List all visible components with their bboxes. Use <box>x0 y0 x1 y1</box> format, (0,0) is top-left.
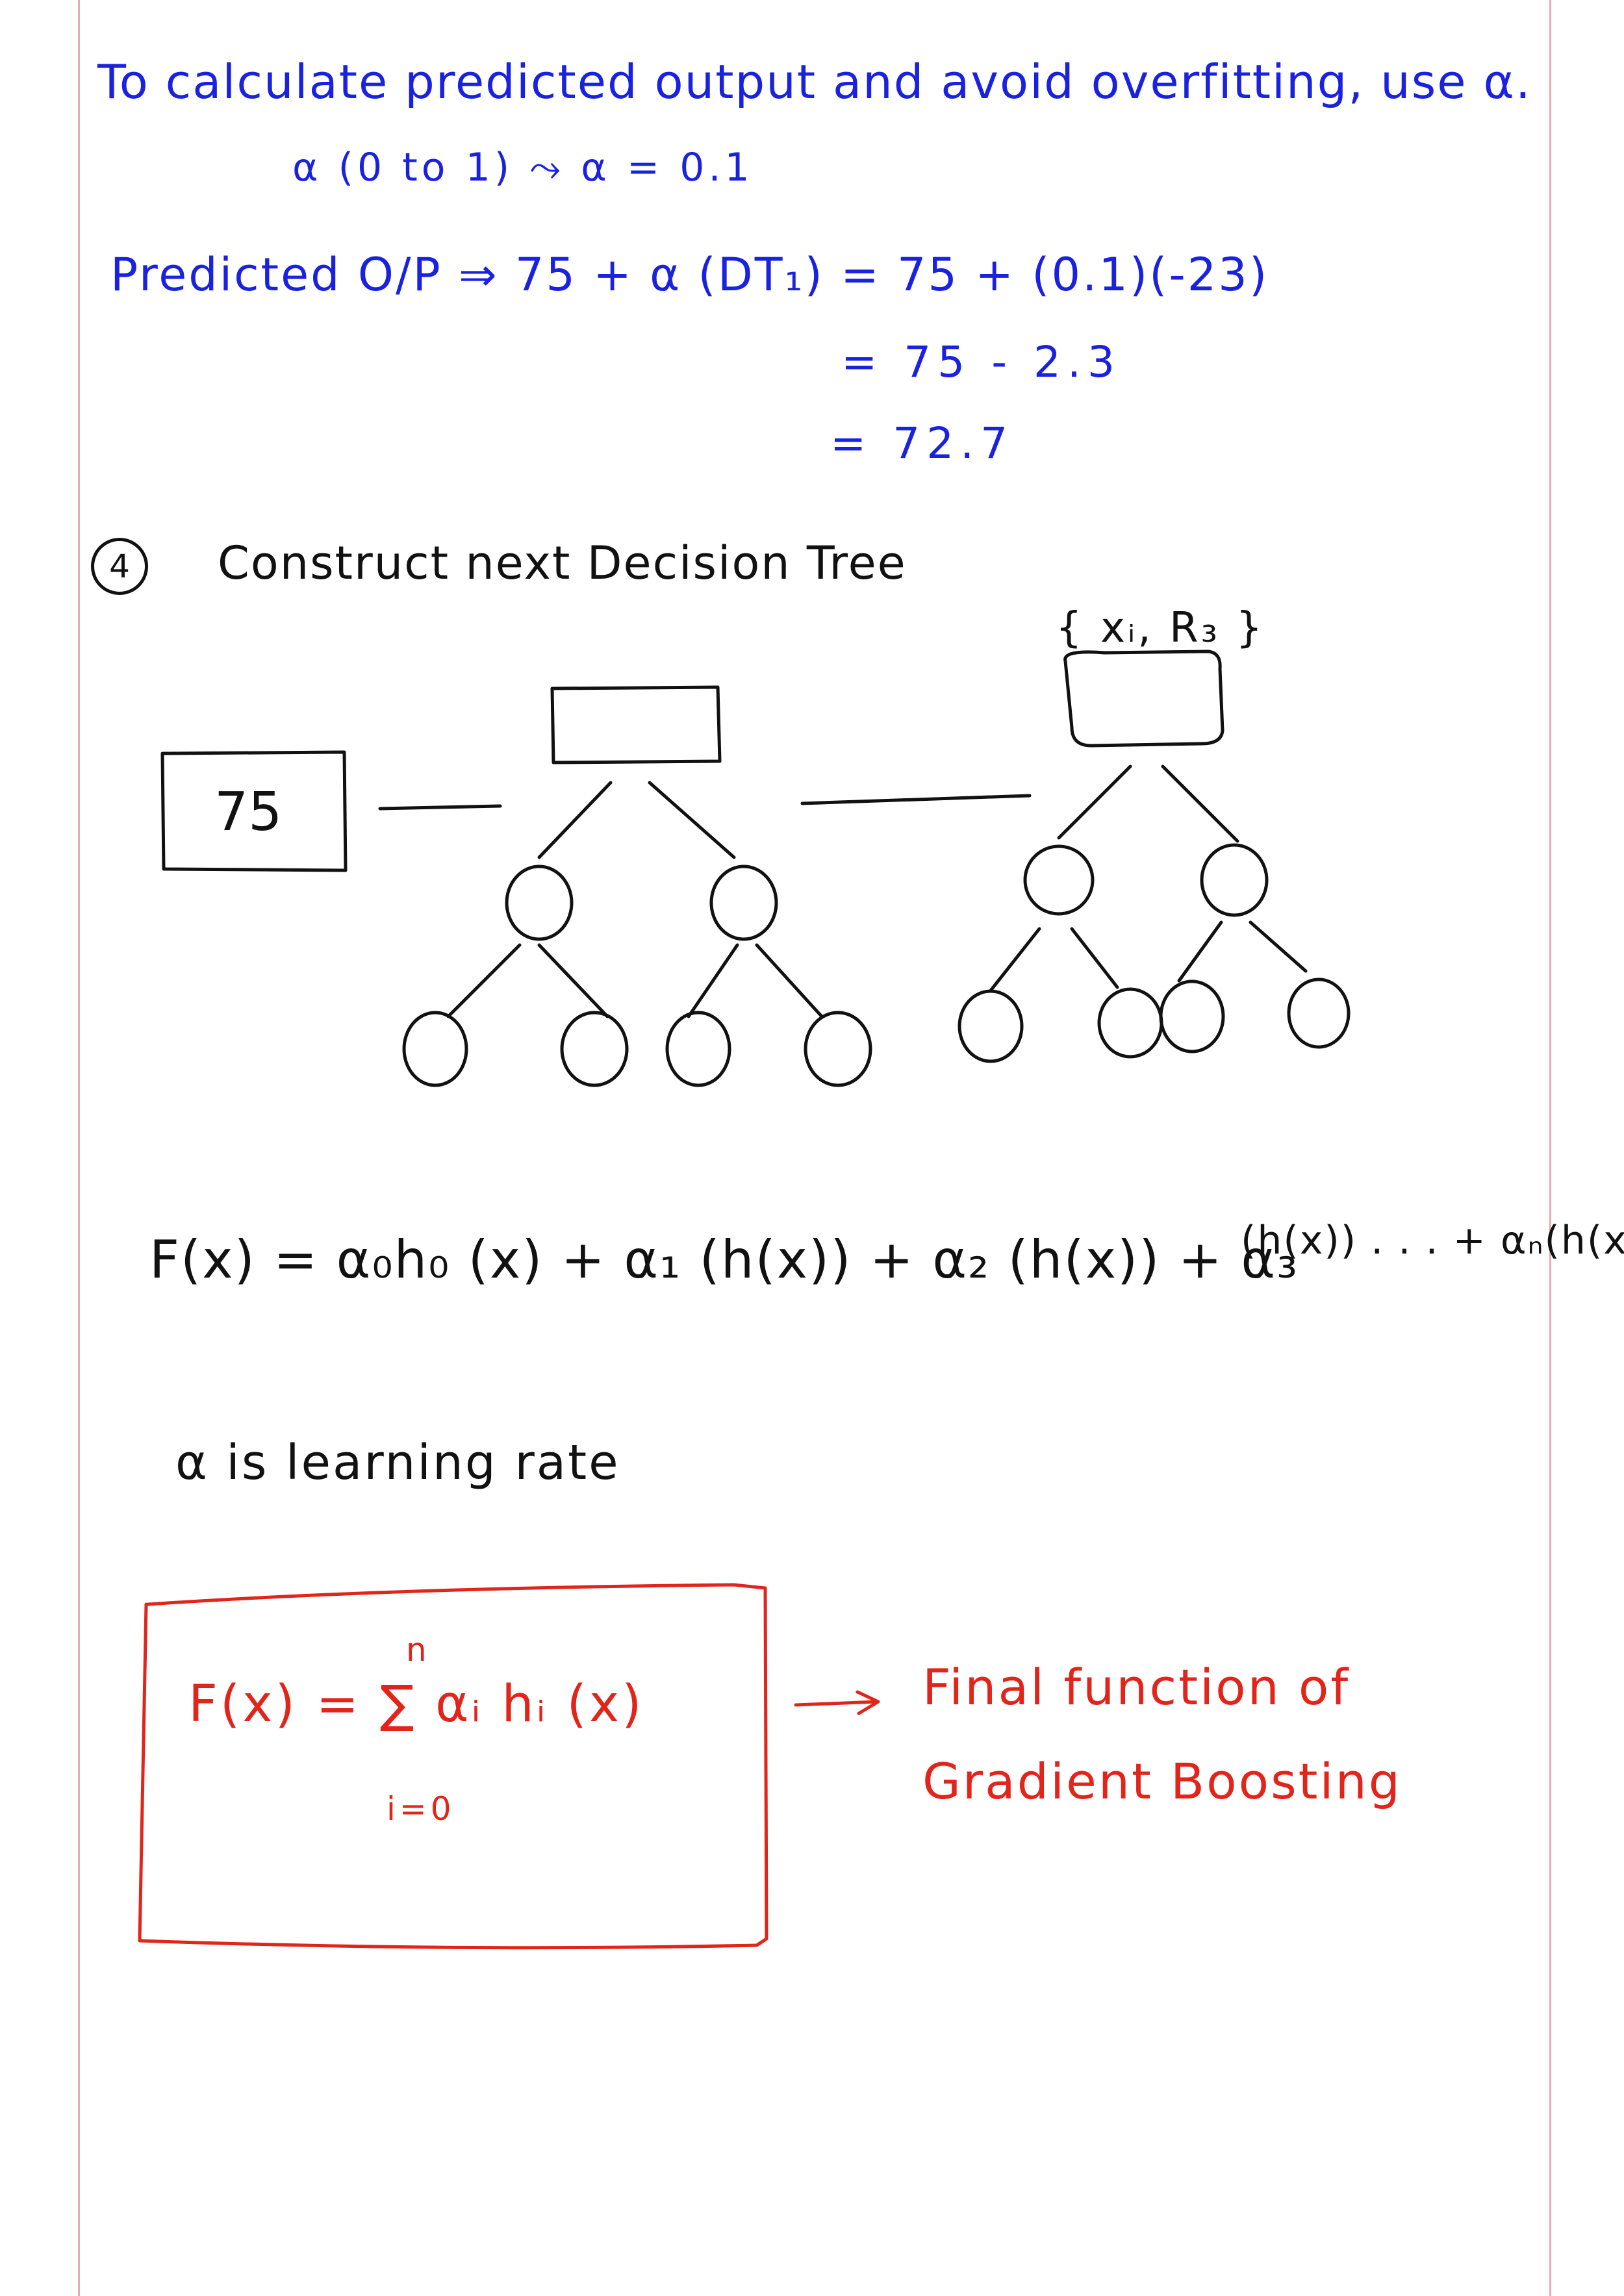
tree-edge <box>687 943 739 1018</box>
tree-edge <box>1161 764 1239 843</box>
right-margin-line <box>1549 0 1551 2296</box>
final-formula-box <box>138 1583 768 1950</box>
tree-edge <box>537 943 609 1018</box>
note-line-calc-result: = 72.7 <box>830 418 1015 468</box>
tree-edge <box>446 943 522 1018</box>
tree-node <box>402 1011 468 1087</box>
tree-edge <box>1057 764 1132 840</box>
tree-node <box>804 1011 872 1087</box>
note-line-calc-step: = 75 - 2.3 <box>841 337 1121 387</box>
tree-input-set-label: { xᵢ, R₃ } <box>1056 604 1265 652</box>
tree-node <box>958 989 1024 1063</box>
final-note-line-1: Final function of <box>922 1658 1351 1716</box>
note-line-predicted-output: Predicted O/P ⇒ 75 + α (DT₁) = 75 + (0.1… <box>110 248 1269 301</box>
gradient-boosting-expansion: F(x) = α₀h₀ (x) + α₁ (h(x)) + α₂ (h(x)) … <box>149 1230 1299 1290</box>
note-line-alpha-range: α (0 to 1) ⤳ α = 0.1 <box>292 145 754 190</box>
tree-edge <box>648 781 736 859</box>
tree-node <box>505 864 574 941</box>
learning-rate-note: α is learning rate <box>175 1435 620 1491</box>
summation-upper-limit: n <box>406 1631 427 1669</box>
tree-2-root-node <box>1063 650 1224 748</box>
tree-edge <box>989 927 1041 992</box>
note-line-alpha-intro: To calculate predicted output and avoid … <box>97 55 1532 109</box>
tree-node <box>1159 979 1225 1053</box>
connector-line <box>800 794 1032 805</box>
tree-edge <box>1070 927 1119 989</box>
tree-edge <box>1177 920 1223 983</box>
connector-line <box>378 804 502 811</box>
tree-edge <box>755 943 824 1018</box>
tree-node <box>1287 978 1351 1049</box>
base-value-label: 75 <box>214 781 283 843</box>
step-number-circle: 4 <box>91 538 148 595</box>
final-formula: F(x) = ∑ αᵢ hᵢ (x) <box>188 1675 644 1734</box>
tree-1-root-node <box>550 685 722 764</box>
tree-node <box>1097 987 1163 1059</box>
tree-node <box>560 1011 629 1087</box>
final-note-line-2: Gradient Boosting <box>922 1752 1402 1810</box>
gradient-boosting-expansion-tail: (h(x)) . . . + αₙ(h(x)) <box>1241 1218 1624 1263</box>
arrow-icon <box>794 1690 880 1715</box>
tree-node <box>1023 844 1095 916</box>
left-margin-line <box>78 0 80 2296</box>
base-value-box <box>160 750 348 872</box>
tree-edge <box>1249 920 1308 973</box>
step-number: 4 <box>109 548 130 585</box>
tree-node <box>709 864 778 941</box>
summation-lower-limit: i=0 <box>387 1790 455 1828</box>
tree-node <box>665 1011 731 1087</box>
step-title: Construct next Decision Tree <box>218 536 907 590</box>
tree-node <box>1200 843 1269 917</box>
tree-edge <box>537 781 613 859</box>
